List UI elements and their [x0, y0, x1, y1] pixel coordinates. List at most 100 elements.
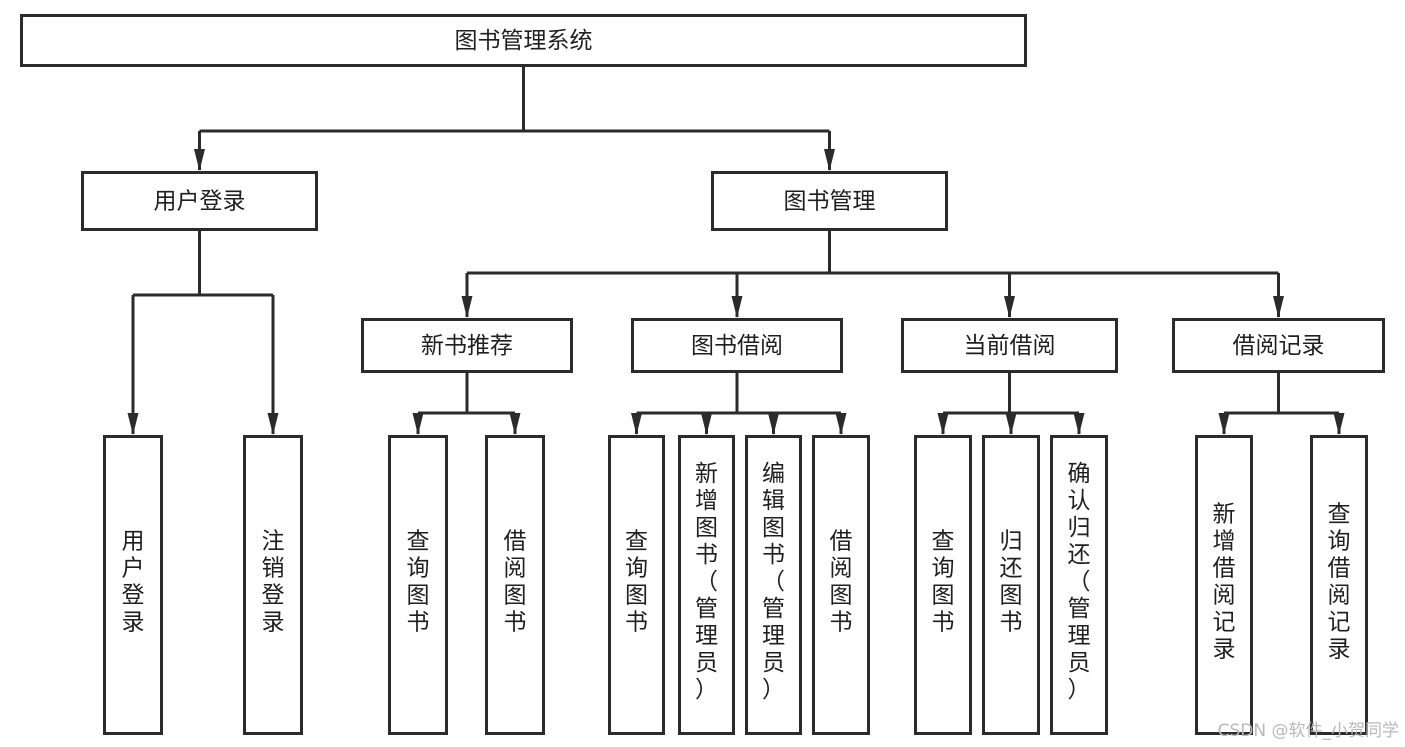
- svg-text:书: 书: [932, 610, 955, 636]
- node-book-borrow-rect: [631, 318, 843, 373]
- svg-text:归: 归: [1068, 515, 1091, 541]
- arrow-head-icon: [1073, 413, 1085, 435]
- svg-text:图: 图: [762, 515, 785, 541]
- node-leaf-return-book-rect: [982, 435, 1040, 735]
- node-book-management[interactable]: 图书管理: [711, 171, 948, 231]
- svg-text:书: 书: [830, 610, 853, 636]
- svg-text:管: 管: [695, 596, 718, 622]
- svg-text:）: ）: [762, 677, 785, 703]
- svg-text:阅: 阅: [1213, 583, 1236, 609]
- node-leaf-borrow-book-2-rect: [812, 435, 870, 735]
- arrow-head-icon: [631, 413, 642, 435]
- svg-text:增: 增: [1213, 529, 1236, 555]
- arrow-head-icon: [1333, 413, 1345, 435]
- svg-text:询: 询: [932, 556, 955, 582]
- node-current-borrow[interactable]: 当前借阅: [901, 318, 1118, 373]
- svg-text:管: 管: [1068, 596, 1091, 622]
- svg-text:（: （: [1068, 569, 1091, 595]
- svg-text:阅: 阅: [830, 556, 853, 582]
- node-leaf-user-logout-rect: [243, 435, 303, 735]
- svg-text:户: 户: [122, 556, 145, 582]
- svg-text:理: 理: [762, 623, 785, 649]
- svg-text:阅: 阅: [504, 556, 527, 582]
- node-borrow-record-label: 借阅记录: [1233, 333, 1325, 359]
- node-book-borrow[interactable]: 图书借阅: [631, 318, 843, 373]
- svg-text:录: 录: [262, 610, 285, 636]
- svg-text:销: 销: [262, 556, 285, 582]
- svg-text:登: 登: [262, 583, 285, 609]
- svg-text:还: 还: [1000, 556, 1023, 582]
- arrow-head-icon: [509, 413, 521, 435]
- node-new-book-recommend[interactable]: 新书推荐: [361, 318, 573, 373]
- svg-text:书: 书: [762, 542, 785, 568]
- svg-text:理: 理: [695, 623, 718, 649]
- arrow-head-icon: [1005, 413, 1017, 435]
- node-book-borrow-label: 图书借阅: [691, 333, 783, 359]
- node-book-management-label: 图书管理: [784, 189, 876, 215]
- svg-text:询: 询: [407, 556, 430, 582]
- svg-text:新: 新: [695, 461, 718, 487]
- svg-text:询: 询: [625, 556, 648, 582]
- arrow-head-icon: [824, 149, 835, 171]
- node-new-book-recommend-label: 新书推荐: [421, 333, 513, 359]
- svg-text:书: 书: [695, 542, 718, 568]
- svg-text:借: 借: [1213, 556, 1236, 582]
- svg-text:查: 查: [1328, 502, 1351, 528]
- svg-text:增: 增: [695, 488, 718, 514]
- svg-text:书: 书: [625, 610, 648, 636]
- arrow-head-icon: [937, 413, 949, 435]
- svg-text:查: 查: [932, 529, 955, 555]
- svg-text:登: 登: [122, 583, 145, 609]
- svg-text:还: 还: [1068, 542, 1091, 568]
- svg-text:图: 图: [1000, 583, 1023, 609]
- node-leaf-add-book-rect: [678, 435, 735, 735]
- node-leaf-query-book-2-rect: [608, 435, 665, 735]
- svg-text:书: 书: [504, 610, 527, 636]
- svg-text:图: 图: [932, 583, 955, 609]
- svg-text:员: 员: [762, 650, 785, 676]
- svg-text:图: 图: [695, 515, 718, 541]
- node-book-management-rect: [711, 171, 948, 231]
- node-borrow-record[interactable]: 借阅记录: [1172, 318, 1385, 373]
- connector-layer: [127, 67, 1345, 435]
- node-user-login[interactable]: 用户登录: [81, 171, 318, 231]
- arrow-head-icon: [1004, 296, 1015, 318]
- arrow-head-icon: [194, 149, 205, 171]
- svg-text:员: 员: [695, 650, 718, 676]
- node-leaf-query-book-3-rect: [914, 435, 972, 735]
- svg-text:录: 录: [1213, 637, 1236, 663]
- node-leaf-user-login-label: 用户登录: [122, 529, 145, 636]
- arrow-head-icon: [461, 296, 473, 318]
- node-root-system-label: 图书管理系统: [455, 28, 593, 54]
- arrow-head-icon: [701, 413, 712, 435]
- svg-text:（: （: [695, 569, 718, 595]
- arrow-head-icon: [768, 413, 779, 435]
- arrow-head-icon: [267, 413, 279, 435]
- node-current-borrow-label: 当前借阅: [964, 333, 1056, 359]
- arrow-head-icon: [731, 296, 743, 318]
- svg-text:管: 管: [762, 596, 785, 622]
- node-root-system[interactable]: 图书管理系统: [20, 14, 1027, 67]
- svg-text:图: 图: [504, 583, 527, 609]
- svg-text:）: ）: [1068, 677, 1091, 703]
- arrow-head-icon: [1218, 413, 1230, 435]
- svg-text:借: 借: [1328, 556, 1351, 582]
- node-user-login-rect: [81, 171, 318, 231]
- node-leaf-user-login[interactable]: 用户登录: [103, 435, 163, 735]
